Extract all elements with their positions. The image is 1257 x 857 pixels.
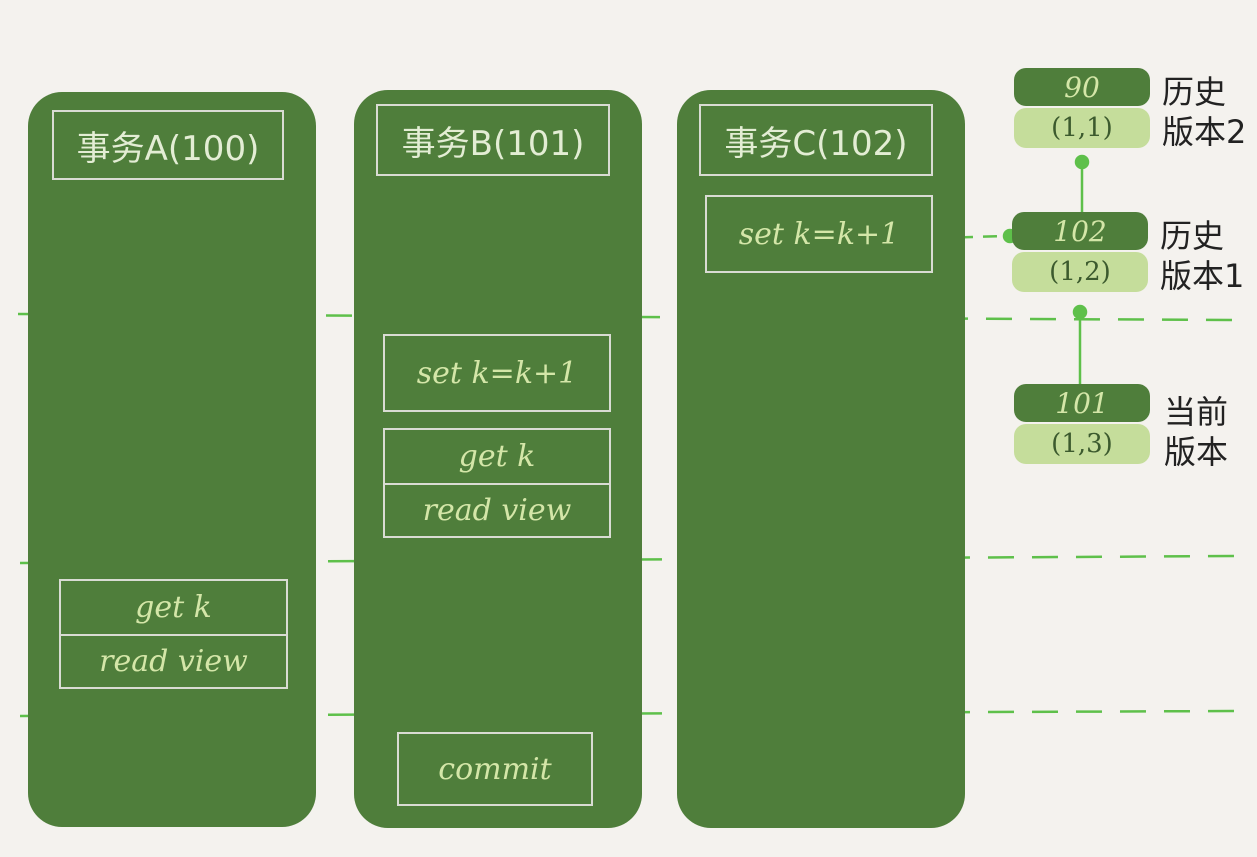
version-history-2: 90 (1,1) bbox=[1014, 68, 1150, 148]
version-current-label-line2: 版本 bbox=[1164, 433, 1229, 471]
transaction-b-set: set k=k+1 bbox=[383, 334, 611, 412]
chain-arrow-2-head bbox=[1072, 304, 1088, 320]
version-current-trx-id: 101 bbox=[1014, 384, 1150, 422]
version-history-1: 102 (1,2) bbox=[1012, 212, 1148, 292]
time-divider-2 bbox=[19, 554, 1241, 565]
version-current-label: 当前 版本 bbox=[1164, 392, 1228, 472]
transaction-c-set: set k=k+1 bbox=[705, 195, 933, 273]
transaction-b-title: 事务B(101) bbox=[376, 104, 610, 176]
transaction-a-read-box: get k read view bbox=[59, 579, 288, 689]
transaction-b-column: 事务B(101) set k=k+1 get k read view commi… bbox=[354, 90, 642, 828]
transaction-a-get: get k bbox=[135, 590, 212, 625]
version-current-label-line1: 当前 bbox=[1164, 393, 1229, 431]
version-history-2-label-line2: 版本2 bbox=[1162, 113, 1247, 151]
version-current-value: (1,3) bbox=[1014, 424, 1150, 464]
time-divider-1 bbox=[17, 312, 1236, 322]
version-history-2-label-line1: 历史 bbox=[1162, 73, 1227, 111]
version-history-2-value: (1,1) bbox=[1014, 108, 1150, 148]
transaction-a-read-view: read view bbox=[61, 634, 286, 687]
time-divider-3 bbox=[19, 709, 1241, 718]
version-history-1-label-line1: 历史 bbox=[1160, 217, 1225, 255]
transaction-b-read-box: get k read view bbox=[383, 428, 611, 538]
version-history-1-label: 历史 版本1 bbox=[1160, 216, 1244, 296]
transaction-b-commit: commit bbox=[397, 732, 593, 806]
version-history-1-label-line2: 版本1 bbox=[1160, 257, 1245, 295]
version-history-1-value: (1,2) bbox=[1012, 252, 1148, 292]
transaction-a-column: 事务A(100) get k read view bbox=[28, 92, 316, 827]
transaction-b-get: get k bbox=[458, 439, 536, 474]
version-current: 101 (1,3) bbox=[1014, 384, 1150, 464]
version-history-2-trx-id: 90 bbox=[1014, 68, 1150, 106]
transaction-c-column: 事务C(102) set k=k+1 bbox=[677, 90, 965, 828]
transaction-b-read-view: read view bbox=[385, 483, 609, 536]
transaction-a-title: 事务A(100) bbox=[52, 110, 284, 180]
version-history-2-label: 历史 版本2 bbox=[1162, 72, 1246, 152]
transaction-c-title: 事务C(102) bbox=[699, 104, 933, 176]
chain-arrow-1-head bbox=[1074, 154, 1090, 170]
version-history-1-trx-id: 102 bbox=[1012, 212, 1148, 250]
